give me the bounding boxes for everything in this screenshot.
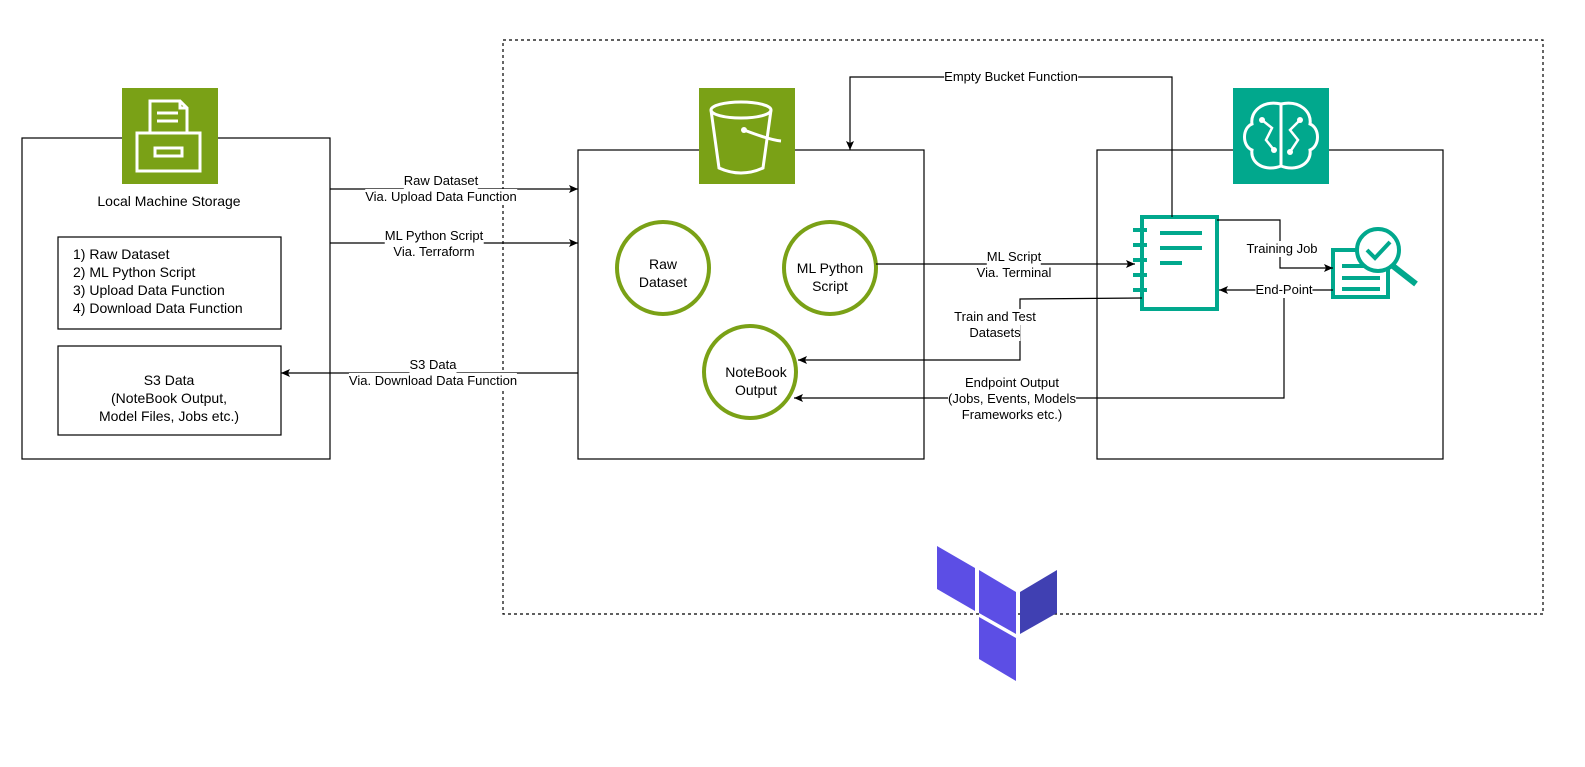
list-item: 4) Download Data Function [73,300,243,316]
local-list-box [57,236,282,330]
edge-label-raw-dataset: Raw Dataset [403,173,479,189]
local-storage-title: Local Machine Storage [97,193,241,209]
s3-data-box-line: (NoteBook Output, [111,390,227,406]
edge-label-ml-script-via: Via. Terraform [393,244,475,260]
list-item: 3) Upload Data Function [73,282,225,298]
edge-label-ml-script-terminal: ML Script [986,249,1042,265]
notebook-icon [1133,215,1219,311]
notebook-output-circle [702,324,798,420]
edge-label-raw-dataset-via: Via. Upload Data Function [365,189,517,205]
storage-gateway-icon [122,88,218,184]
training-job-icon [1331,227,1418,299]
edge-label-s3-data: S3 Data [409,357,457,373]
edge-label-training-job: Training Job [1246,241,1318,257]
ml-python-script-circle [782,220,878,316]
sagemaker-brain-icon [1233,88,1329,184]
edge-label-end-point: End-Point [1255,282,1313,298]
s3-bucket-icon [699,88,795,184]
list-item: 1) Raw Dataset [73,246,170,262]
edge-label-train-test-2: Datasets [969,325,1021,341]
s3-data-box [57,345,282,436]
edge-label-ml-script: ML Python Script [384,228,484,244]
terraform-boundary [502,39,1544,615]
edge-label-ml-script-terminal-via: Via. Terminal [976,265,1052,281]
list-item: 2) ML Python Script [73,264,196,280]
raw-dataset-circle [615,220,711,316]
edge-label-endpoint-output-3: Frameworks etc.) [961,407,1063,423]
edge-label-empty-bucket: Empty Bucket Function [944,69,1078,85]
s3-data-box-line: S3 Data [143,372,195,388]
s3-data-box-line: Model Files, Jobs etc.) [98,408,240,424]
edge-label-s3-data-via: Via. Download Data Function [348,373,518,389]
terraform-logo [937,546,1057,681]
edge-label-endpoint-output-2: (Jobs, Events, Models [948,391,1076,407]
edge-label-endpoint-output: Endpoint Output [965,375,1059,391]
edge-label-train-test: Train and Test [954,309,1036,325]
